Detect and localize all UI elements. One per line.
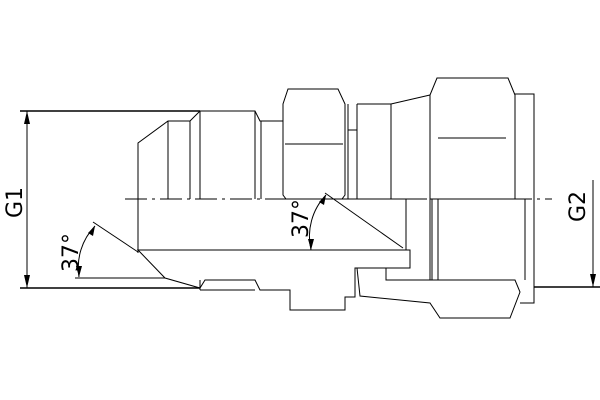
g1-label: G1 <box>3 187 28 218</box>
hex-nut-1 <box>282 88 358 200</box>
hex-nut-2 <box>429 77 535 304</box>
male-end <box>137 110 283 253</box>
g2-label: G2 <box>566 191 591 222</box>
cone-line-left <box>92 221 139 253</box>
angle-dimension-middle: 37° <box>289 194 327 251</box>
swivel-body <box>340 94 439 280</box>
g2-dimension: G2 <box>534 180 600 288</box>
angle-label-left: 37° <box>59 233 84 272</box>
g1-dimension: G1 <box>3 110 200 289</box>
angle-dimension-left: 37° <box>59 225 165 279</box>
cone-line-middle <box>324 192 404 249</box>
section-hatch <box>136 249 521 319</box>
angle-label-middle: 37° <box>289 199 314 238</box>
